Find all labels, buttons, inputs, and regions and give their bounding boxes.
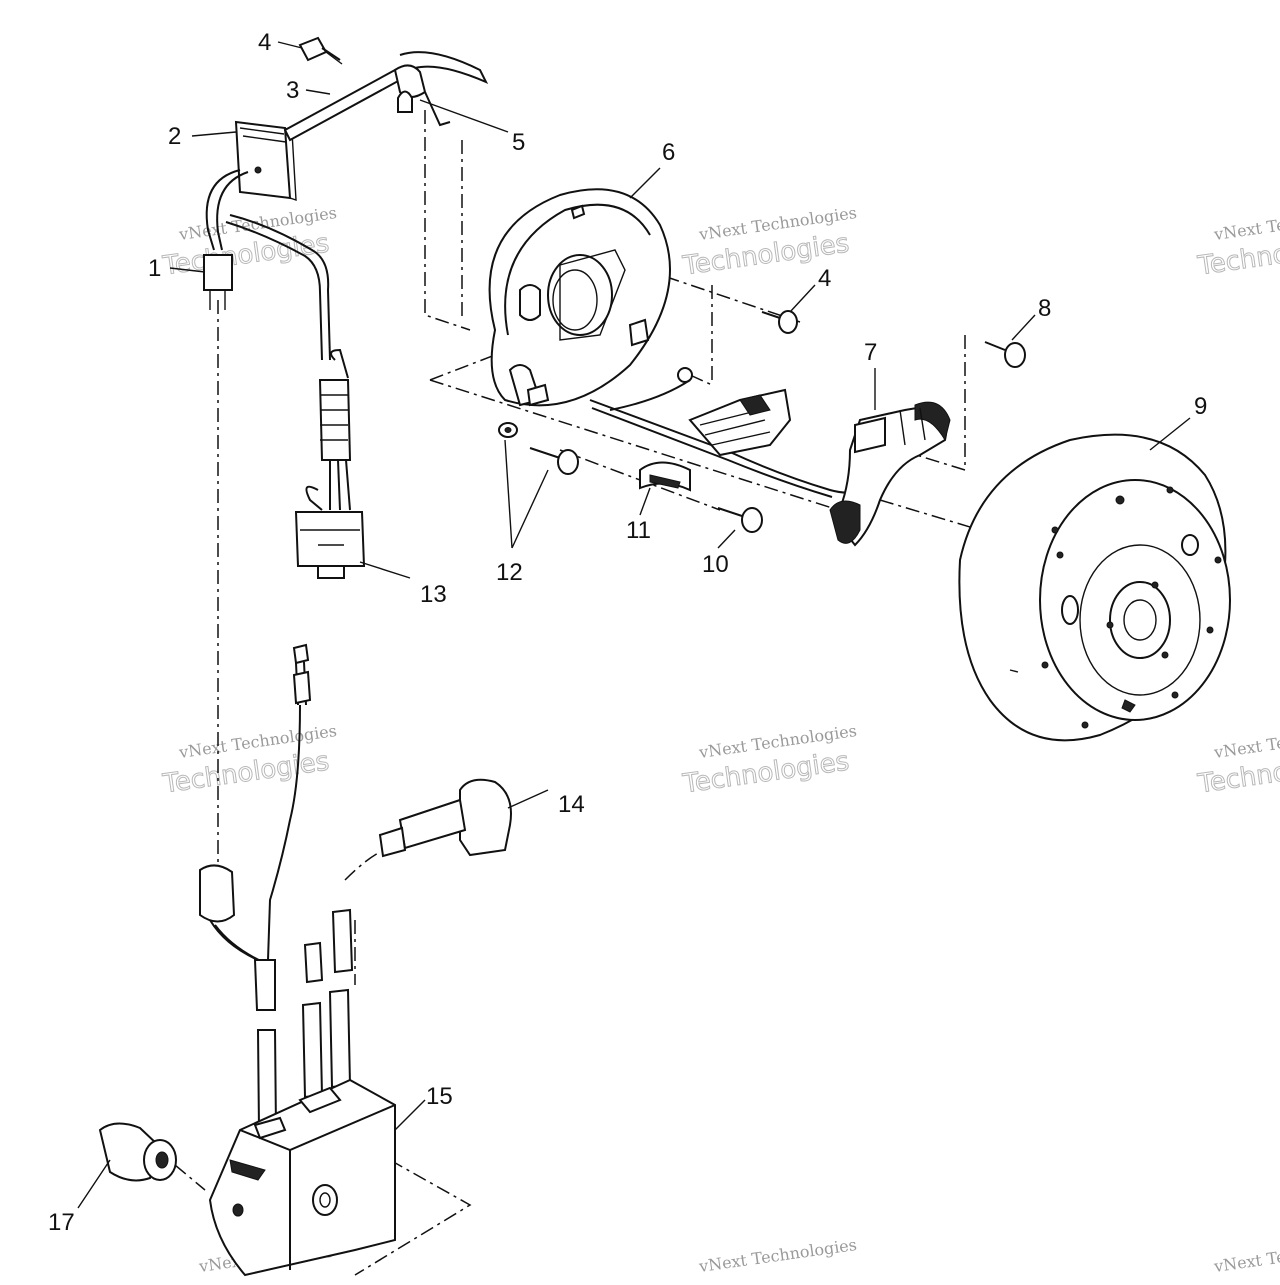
- part-washer-12: [498, 422, 518, 438]
- callout-8: 8: [1038, 295, 1051, 322]
- harness-wires: [205, 169, 331, 361]
- svg-text:vNext Technologies: vNext Technologies: [697, 1235, 858, 1276]
- part-spark-cap-14: [378, 778, 512, 858]
- callout-10: 10: [702, 551, 729, 578]
- watermark: vNext Technologies Technologies: [1195, 203, 1280, 282]
- part-screw-12: [529, 447, 579, 475]
- callout-1: 1: [148, 255, 161, 282]
- callout-6: 6: [662, 139, 675, 166]
- callout-7: 7: [864, 339, 877, 366]
- callouts: 1 2 3 4 5 6 4 8 7 9 11 12 10 13 14 15 17: [48, 29, 1207, 1236]
- part-pickup-coil-11: [639, 388, 792, 492]
- wire-loom: [305, 348, 352, 511]
- hv-leads: [256, 908, 354, 1131]
- part-screw-10: [717, 507, 763, 533]
- part-clip-5: [397, 90, 413, 113]
- callout-9: 9: [1194, 393, 1207, 420]
- callout-5: 5: [512, 129, 525, 156]
- watermark: vNext Technologies Technologies: [680, 721, 858, 800]
- part-ignition-coil-15: [208, 1078, 396, 1277]
- part-regulator-2: [234, 120, 297, 201]
- part-bracket-3: [283, 51, 489, 142]
- svg-text:vNext Technologies: vNext Technologies: [1212, 721, 1280, 762]
- svg-text:vNext Technologies: vNext Technologies: [1212, 203, 1280, 244]
- callout-11: 11: [626, 517, 651, 544]
- watermark: vNext Technologies Technologies: [1195, 721, 1280, 800]
- part-grommet-17: [98, 1122, 177, 1182]
- watermark: vNext Technologies: [1212, 1235, 1280, 1276]
- part-stator-plate-6: [488, 188, 693, 407]
- callout-15: 15: [426, 1083, 453, 1110]
- watermark: vNext Technologies Technologies: [160, 721, 338, 800]
- callout-17: 17: [48, 1209, 75, 1236]
- part-screw-4-mid: [761, 310, 798, 334]
- callout-3: 3: [286, 77, 299, 104]
- callout-4-mid: 4: [818, 265, 831, 292]
- callout-2: 2: [168, 123, 181, 150]
- part-connector-13: [294, 511, 366, 579]
- part-bolt-4-top: [298, 36, 343, 65]
- part-connector-1: [203, 254, 233, 310]
- assembly-centerlines: [174, 110, 1041, 1276]
- watermark: vNext Technologies: [697, 1235, 858, 1276]
- part-flywheel-9: [958, 433, 1231, 742]
- part-charging-coil-7: [829, 401, 951, 547]
- leader-lines: [77, 41, 1191, 1209]
- callout-12: 12: [496, 559, 523, 586]
- watermark: vNext Technologies Technologies: [680, 203, 858, 282]
- callout-13: 13: [420, 581, 447, 608]
- svg-text:vNext Technologies: vNext Technologies: [1212, 1235, 1280, 1276]
- callout-14: 14: [558, 791, 585, 818]
- ignition-connector: [199, 864, 276, 1011]
- ignition-wire: [267, 643, 312, 961]
- part-screw-8: [984, 341, 1026, 368]
- callout-4-top: 4: [258, 29, 271, 56]
